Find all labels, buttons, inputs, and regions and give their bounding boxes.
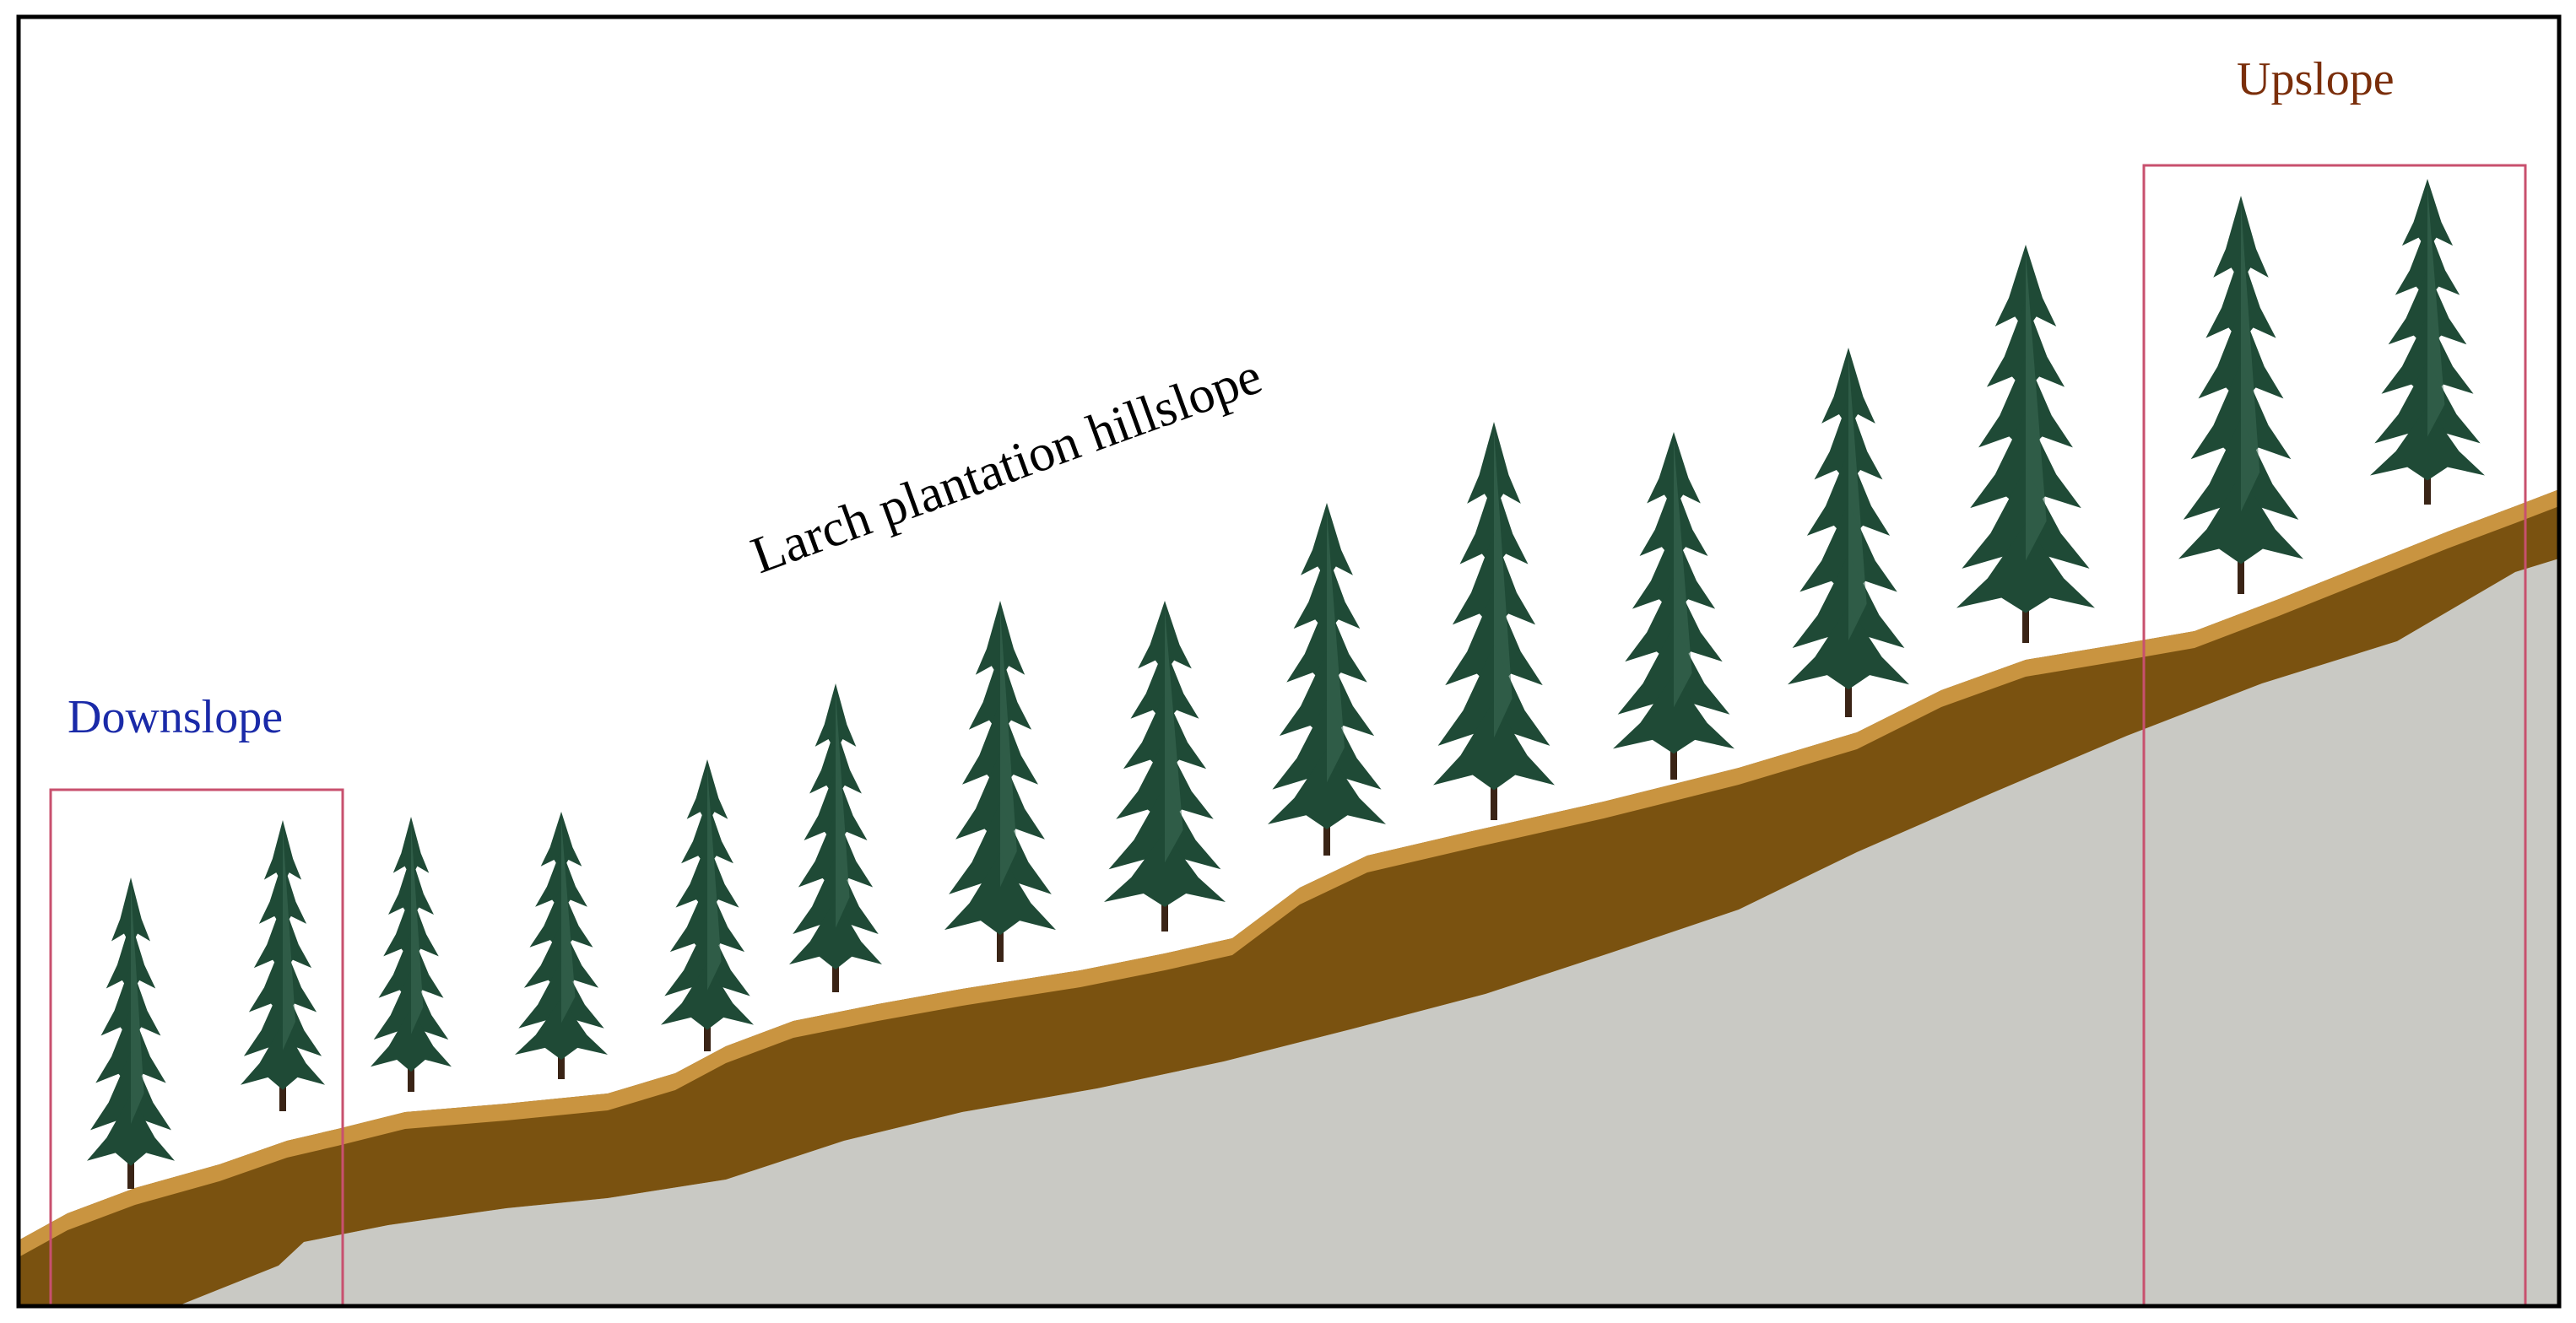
tree-trunk [1323, 803, 1330, 856]
tree-trunk [1845, 662, 1852, 717]
larch-tree [241, 820, 325, 1111]
tree-highlight [1494, 430, 1513, 738]
tree-foliage [789, 899, 882, 970]
tree-foliage [1433, 700, 1555, 791]
tree-highlight [561, 820, 576, 1023]
tree-highlight [1674, 440, 1692, 708]
tree-highlight [1327, 511, 1345, 783]
larch-tree [789, 683, 882, 992]
diagram-frame [16, 14, 2562, 1309]
tree-highlight [1848, 356, 1867, 641]
larch-tree [1956, 245, 2095, 643]
tree-highlight [283, 829, 295, 1050]
tree-trunk [1670, 727, 1677, 780]
larch-tree [1613, 432, 1734, 780]
tree-highlight [707, 768, 722, 991]
tree-foliage [1788, 606, 1909, 690]
tree-foliage [2370, 406, 2485, 481]
bedrock-layer [177, 559, 2559, 1306]
tree-foliage [661, 963, 754, 1030]
tree-foliage [2178, 474, 2303, 564]
larch-tree [371, 817, 452, 1092]
tree-highlight [131, 886, 144, 1124]
larch-tree [944, 601, 1056, 962]
larch-tree [1788, 348, 1909, 717]
tree-trunk [2238, 535, 2244, 594]
tree-foliage [1613, 674, 1734, 754]
upslope-label: Upslope [2237, 53, 2395, 105]
larch-trees [87, 179, 2485, 1189]
larch-tree [2178, 196, 2303, 594]
tree-foliage [944, 853, 1056, 936]
tree-foliage [241, 1023, 325, 1090]
larch-tree [2370, 179, 2485, 505]
tree-highlight [2427, 187, 2445, 437]
tree-foliage [1956, 523, 2095, 613]
tree-highlight [411, 825, 424, 1034]
larch-tree [1104, 601, 1226, 932]
tree-foliage [1268, 749, 1386, 829]
tree-trunk [2022, 584, 2029, 643]
larch-tree [87, 878, 175, 1189]
tree-highlight [836, 692, 850, 928]
tree-foliage [371, 1008, 452, 1072]
larch-tree [515, 812, 608, 1079]
downslope-label: Downslope [68, 691, 283, 743]
tree-trunk [1491, 761, 1497, 820]
tree-foliage [87, 1094, 175, 1166]
larch-tree [661, 759, 754, 1051]
tree-highlight [2241, 204, 2260, 512]
larch-tree [1433, 422, 1555, 820]
tree-highlight [1165, 609, 1183, 863]
larch-tree [1268, 503, 1386, 856]
tree-foliage [1104, 831, 1226, 907]
tree-highlight [2026, 253, 2047, 561]
tree-highlight [1000, 609, 1017, 888]
tree-foliage [515, 997, 608, 1060]
tree-trunk [997, 908, 1004, 962]
